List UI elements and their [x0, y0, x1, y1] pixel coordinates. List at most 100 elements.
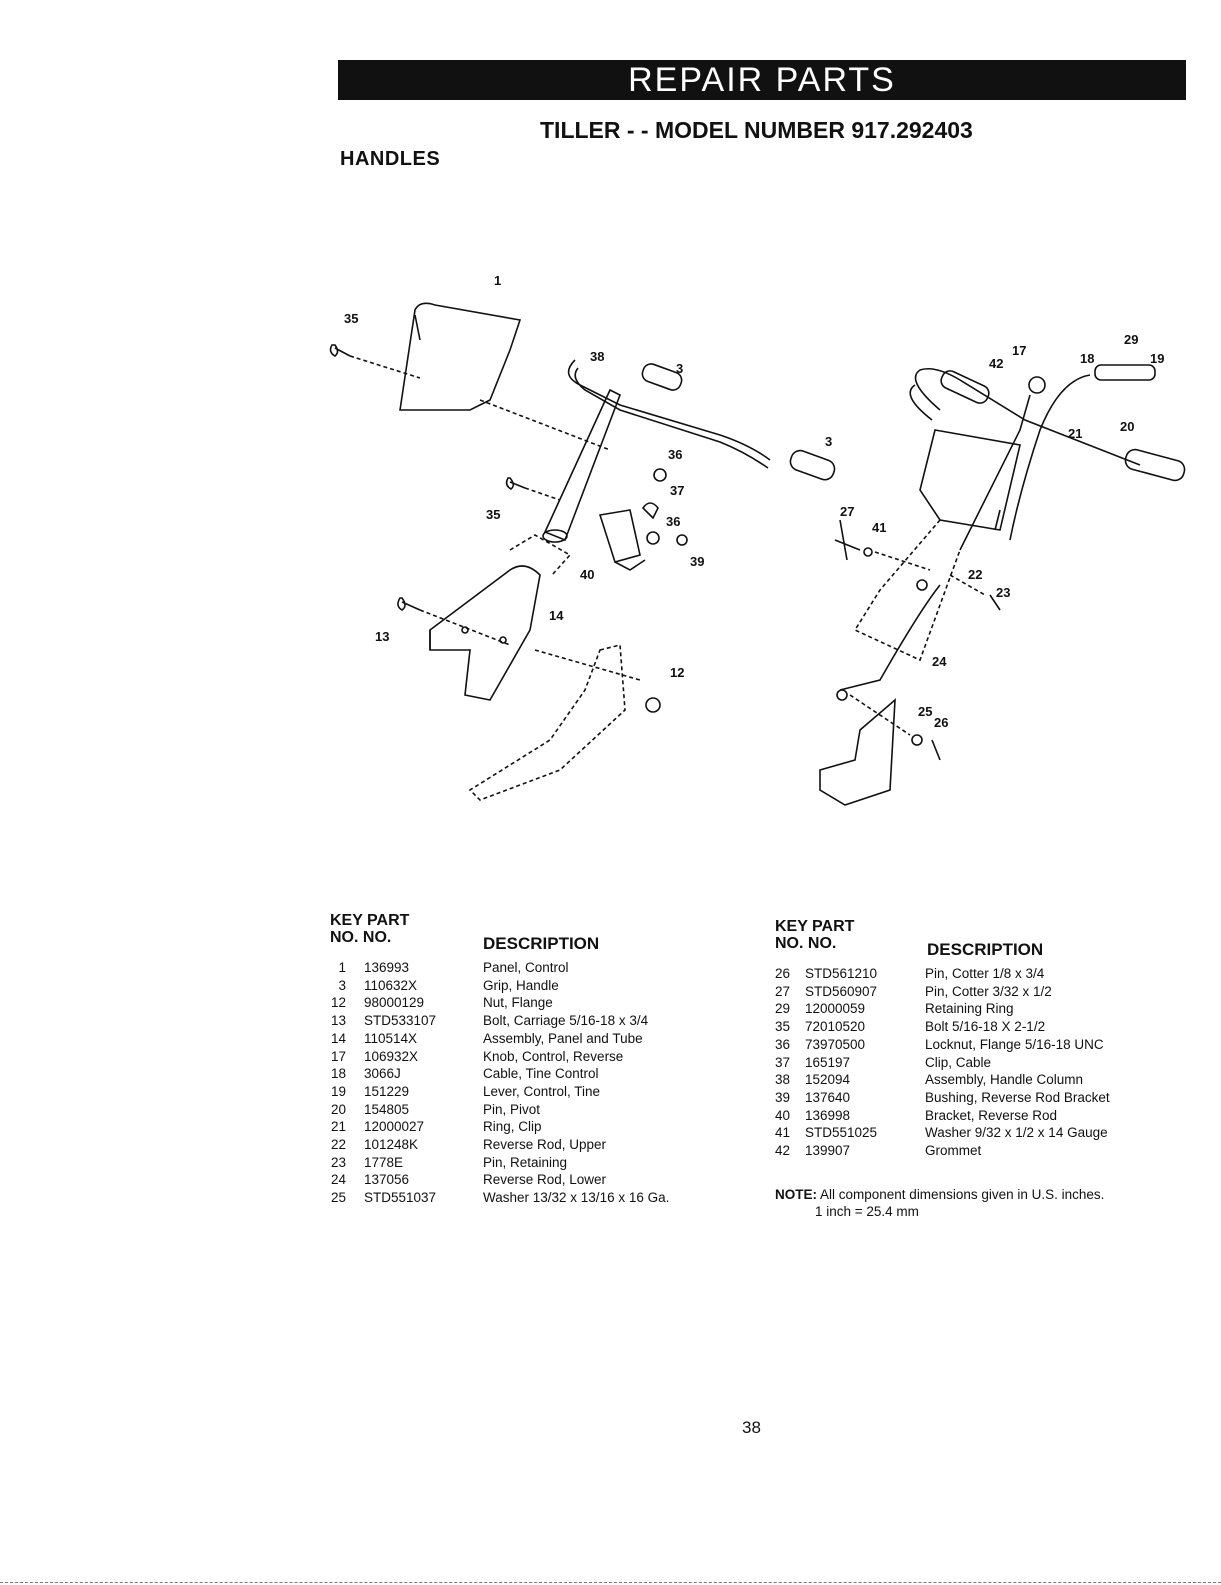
note-text: All component dimensions given in U.S. i…: [817, 1187, 1105, 1202]
part-description: Knob, Control, Reverse: [483, 1048, 624, 1064]
key-number: 27: [775, 983, 791, 999]
part-number: 12000027: [364, 1119, 425, 1135]
part-description: Reverse Rod, Lower: [483, 1172, 607, 1188]
part-description: Bolt, Carriage 5/16-18 x 3/4: [483, 1013, 649, 1029]
part-number: STD551025: [805, 1125, 878, 1141]
key-number: 22: [330, 1137, 346, 1152]
part-number: 98000129: [364, 995, 425, 1011]
frame-outline-left: [468, 643, 626, 801]
part-description: Cable, Tine Control: [483, 1066, 599, 1082]
callout-38: 38: [590, 349, 604, 364]
callout-18: 18: [1080, 351, 1094, 366]
part-description: Assembly, Panel and Tube: [483, 1030, 643, 1046]
part-number: 165197: [805, 1054, 851, 1070]
key-number: 12: [330, 995, 346, 1011]
callout-36a: 36: [668, 447, 682, 462]
callout-35a: 35: [344, 311, 358, 326]
key-number: 29: [775, 1001, 791, 1017]
part-number: 136998: [805, 1107, 851, 1123]
part-description: Assembly, Handle Column: [925, 1072, 1084, 1088]
part-number: 137056: [364, 1172, 410, 1188]
table-header-description: DESCRIPTION: [927, 940, 1044, 959]
callout-1: 1: [494, 273, 501, 288]
part-description: Panel, Control: [483, 960, 569, 975]
part-number: 136993: [364, 960, 410, 975]
table-row: 1 136993 Panel, Control: [330, 960, 750, 978]
parts-diagram-svg: 1 35 38 3 3 36 37 35 36 39 40 13 14 12 1…: [329, 273, 1186, 806]
part-description: Bushing, Reverse Rod Bracket: [925, 1089, 1110, 1105]
tine-cable: [1009, 374, 1091, 541]
bottom-divider: [0, 1582, 1221, 1583]
grip-right: [789, 449, 836, 481]
part-number: 110514X: [364, 1030, 418, 1046]
callout-12: 12: [670, 665, 684, 680]
callout-41: 41: [872, 520, 886, 535]
key-number: 20: [330, 1101, 346, 1117]
part-number: 110632X: [364, 977, 418, 993]
key-number: 23: [330, 1154, 346, 1170]
model-title: TILLER - - MODEL NUMBER 917.292403: [540, 117, 973, 143]
part-number: STD551037: [364, 1190, 437, 1206]
key-number: 36: [775, 1036, 791, 1052]
part-description: Clip, Cable: [925, 1054, 992, 1070]
part-description: Washer 9/32 x 1/2 x 14 Gauge: [925, 1125, 1108, 1141]
part-number: 73970500: [805, 1036, 866, 1052]
part-number: STD533107: [364, 1013, 437, 1029]
part-number: STD561210: [805, 966, 878, 981]
callout-35b: 35: [486, 507, 500, 522]
callout-3a: 3: [676, 361, 683, 376]
part-description: Washer 13/32 x 13/16 x 16 Ga.: [483, 1190, 670, 1206]
key-number: 18: [330, 1066, 346, 1082]
key-number: 14: [330, 1030, 346, 1046]
grip-left-right-assembly: [940, 370, 990, 404]
key-number: 40: [775, 1107, 791, 1123]
tine-lever: [1094, 364, 1156, 381]
callout-22: 22: [968, 567, 982, 582]
table-header-no: NO. NO.: [775, 935, 837, 952]
part-number: STD560907: [805, 983, 878, 999]
part-number: 151229: [364, 1083, 410, 1099]
key-number: 25: [330, 1190, 346, 1206]
part-number: 152094: [805, 1072, 851, 1088]
part-number: 3066J: [364, 1066, 401, 1082]
callout-29: 29: [1124, 332, 1138, 347]
bushing-39: [676, 534, 688, 546]
reverse-rod-bracket: [598, 509, 641, 563]
part-description: Lever, Control, Tine: [483, 1083, 601, 1099]
table-row: 18 3066J Cable, Tine Control: [330, 1066, 750, 1084]
control-panel: [399, 302, 522, 411]
table-row: 12 98000129 Nut, Flange: [330, 995, 750, 1013]
key-number: 35: [775, 1019, 791, 1035]
callout-25: 25: [918, 704, 932, 719]
handle-column: [543, 388, 622, 542]
flange-nut-12: [645, 697, 661, 713]
table-header-description: DESCRIPTION: [483, 934, 600, 953]
lower-bracket: [819, 698, 896, 806]
key-number: 17: [330, 1048, 346, 1064]
part-description: Nut, Flange: [483, 995, 553, 1011]
callout-23: 23: [996, 585, 1010, 600]
page-number: 38: [742, 1418, 761, 1437]
part-number: 101248K: [364, 1137, 419, 1152]
part-number: 106932X: [364, 1048, 419, 1064]
part-description: Pin, Retaining: [483, 1154, 568, 1170]
callout-14: 14: [549, 608, 564, 623]
note-label: NOTE:: [775, 1187, 817, 1202]
key-number: 1: [338, 960, 346, 975]
callout-26: 26: [934, 715, 948, 730]
callout-20: 20: [1120, 419, 1134, 434]
parts-diagram: 1 35 38 3 3 36 37 35 36 39 40 13 14 12 1…: [320, 270, 1200, 830]
part-description: Ring, Clip: [483, 1119, 542, 1135]
callout-17: 17: [1012, 343, 1026, 358]
